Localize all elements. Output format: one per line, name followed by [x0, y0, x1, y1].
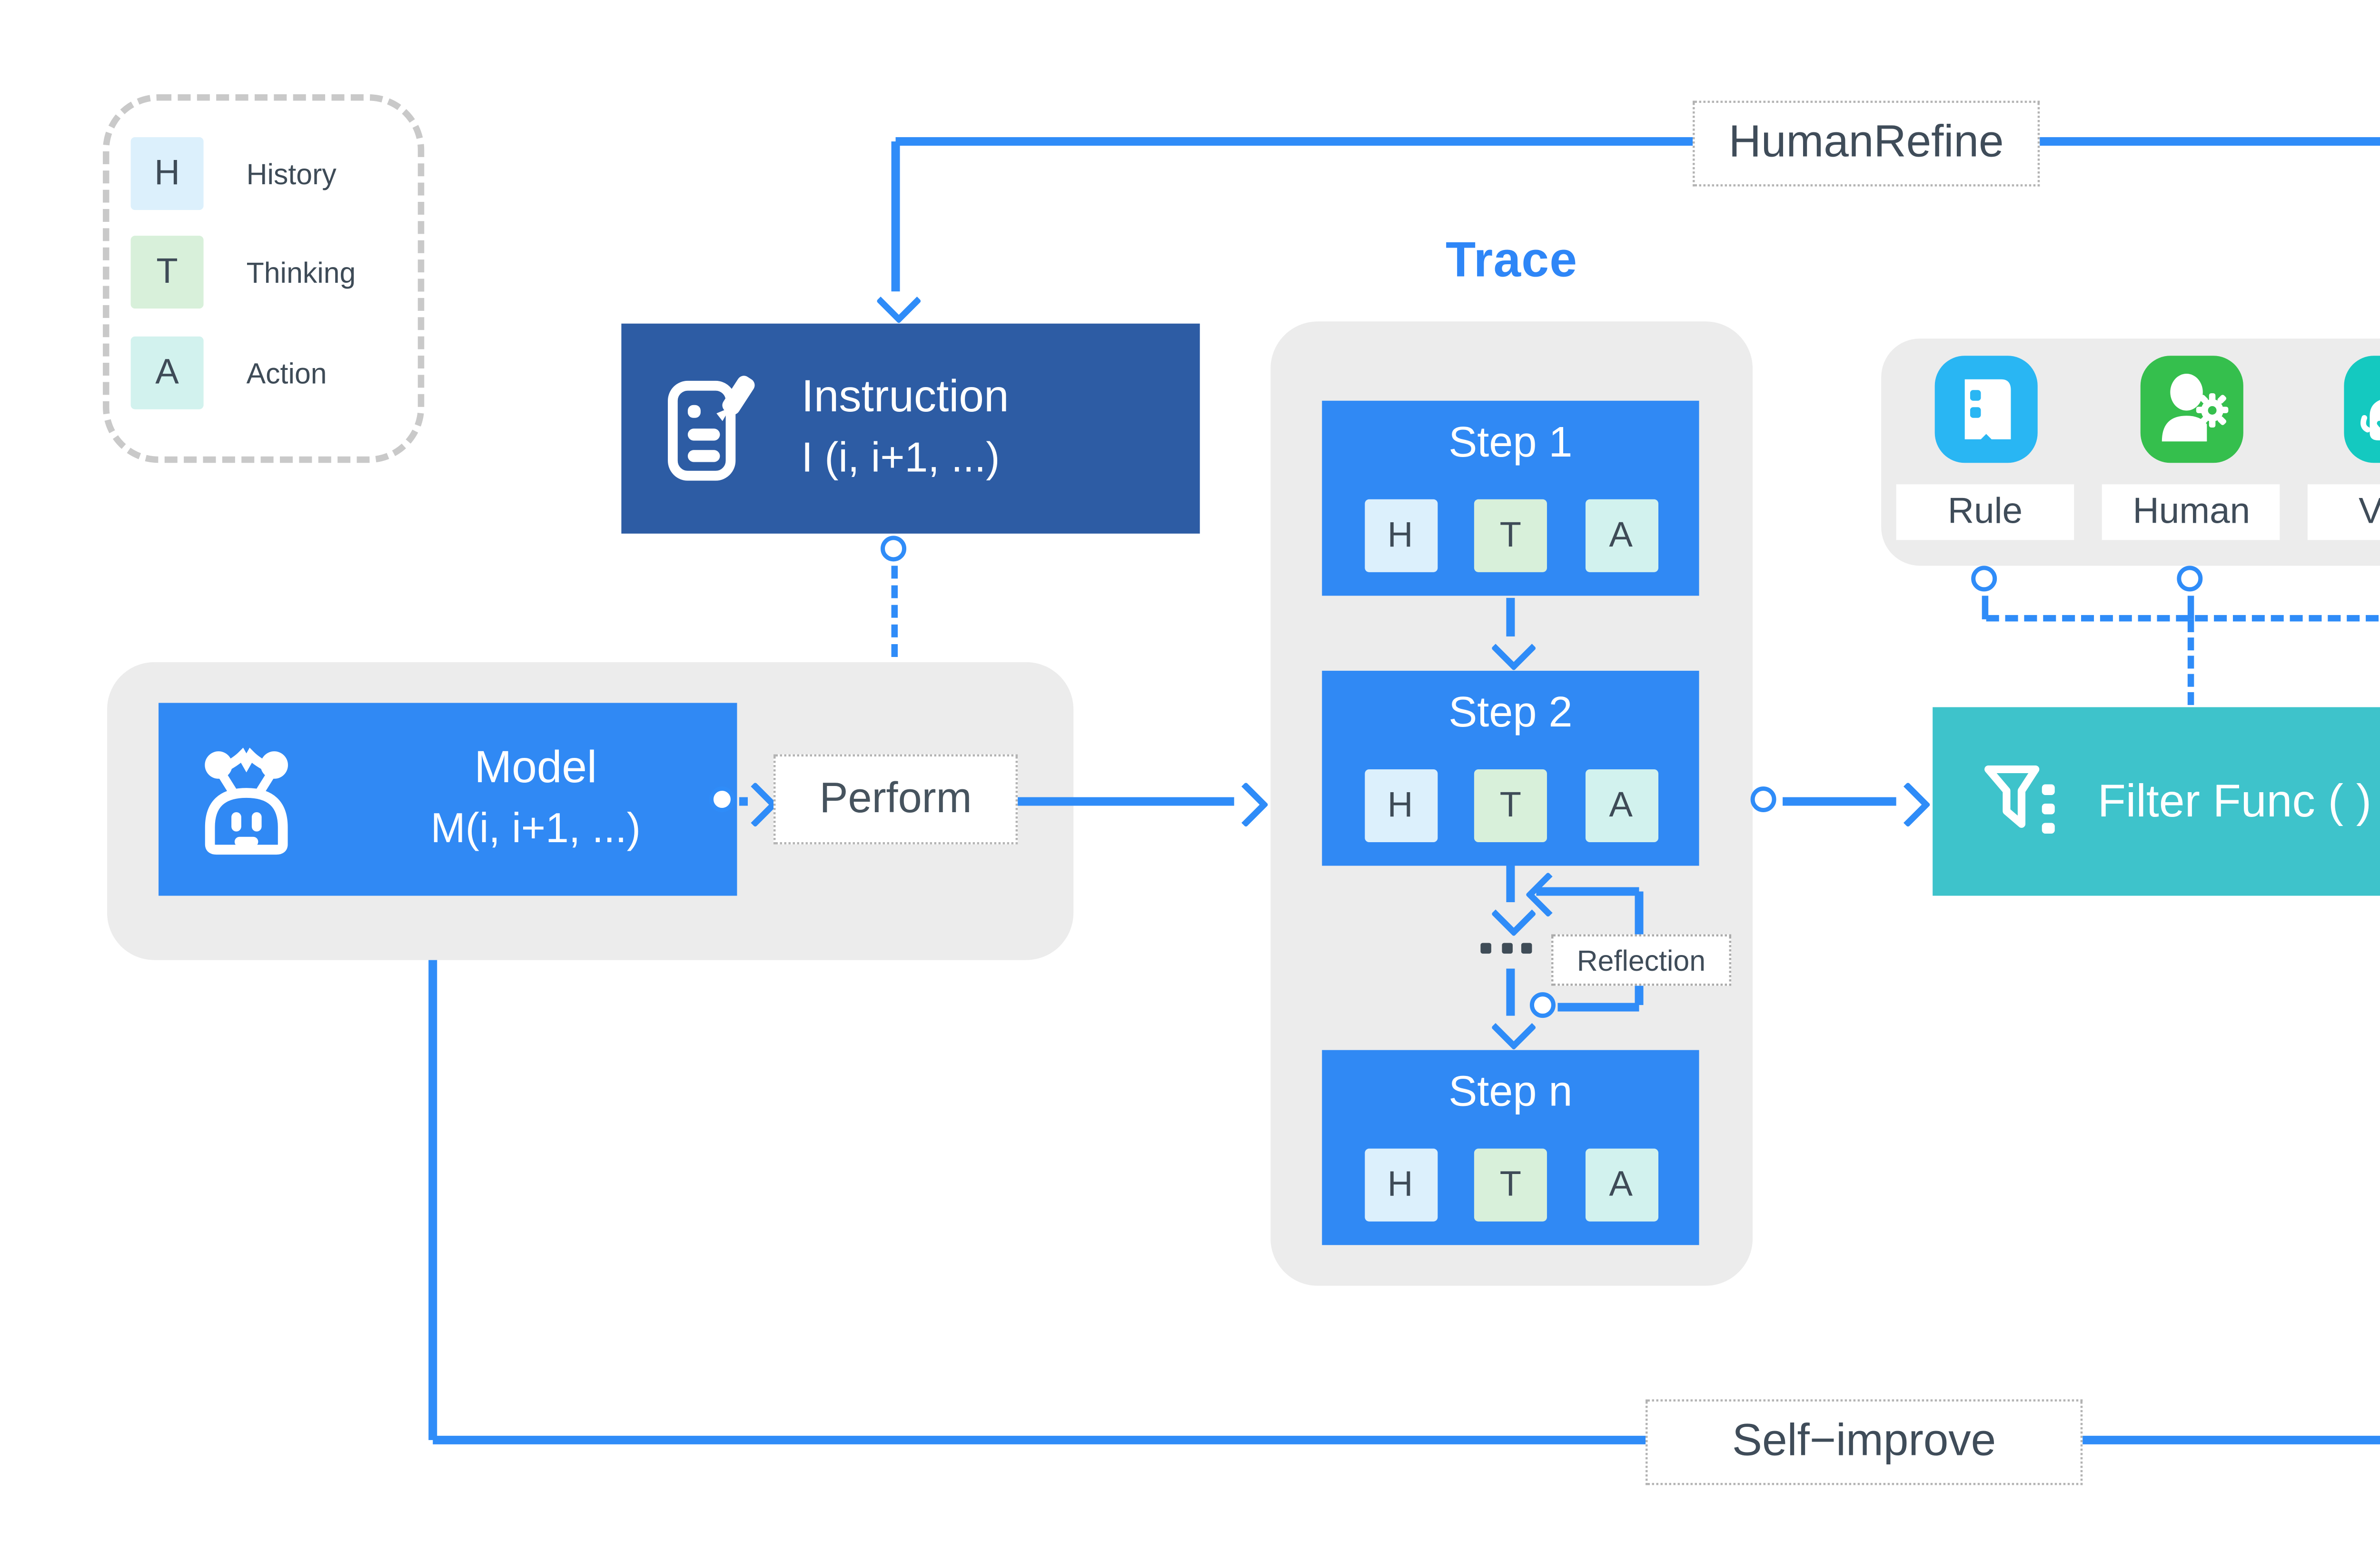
trace-step-n: Step n H T A	[1322, 1050, 1699, 1245]
trace-step-n-badge-a: A	[1584, 1148, 1657, 1222]
vlm-label: VLM	[2307, 484, 2380, 540]
legend: H History T Thinking A Action	[103, 94, 425, 463]
human-dashed-line	[2188, 596, 2195, 619]
trace-step1-step2-line	[1507, 597, 1514, 637]
trace-step-1-badge-t: T	[1474, 499, 1547, 572]
trace-step-2-label: Step 2	[1448, 690, 1573, 737]
trace-step-2-badge-a: A	[1584, 769, 1657, 843]
human-gear-icon	[2140, 356, 2243, 463]
trace-out-connector	[1750, 786, 1777, 813]
trace-step-1-badge-a: A	[1584, 499, 1657, 572]
legend-label-action: Action	[246, 357, 327, 389]
model-robot-icon	[184, 737, 308, 861]
arrowhead-into-instruction	[876, 277, 922, 323]
filter-func-label: Filter Func ( )	[2097, 775, 2372, 826]
human-label: Human	[2102, 484, 2281, 540]
legend-row-history: H History	[130, 137, 337, 210]
rule-dashed-line	[1982, 596, 1988, 619]
rule-label: Rule	[1896, 484, 2074, 540]
trace-step-2: Step 2 H T A	[1322, 670, 1699, 866]
model-box: Model M(i, i+1, ...)	[159, 703, 737, 896]
trace-reflection-line-top	[1536, 888, 1639, 895]
instruction-title: Instruction	[801, 373, 1009, 423]
methods-filter-dashed-line	[2188, 619, 2195, 705]
trace-reflection-line-bottom	[1557, 1004, 1639, 1011]
human-connector	[2176, 566, 2203, 593]
perform-trace-line	[1013, 798, 1234, 805]
rule-connector	[1970, 566, 1997, 593]
vlm-robot-icon	[2344, 356, 2380, 463]
legend-label-thinking: Thinking	[246, 256, 356, 289]
methods-dashed-join	[1985, 616, 2380, 623]
legend-label-history: History	[246, 157, 337, 190]
legend-row-action: A Action	[130, 336, 327, 409]
model-perform-line	[739, 798, 748, 805]
perform-box: Perform	[773, 754, 1018, 845]
trace-step-2-badge-t: T	[1474, 769, 1547, 843]
trace-step-1-badge-h: H	[1364, 499, 1437, 572]
legend-row-thinking: T Thinking	[130, 236, 356, 309]
instruction-out-connector	[881, 536, 907, 563]
rule-book-icon	[1934, 356, 2037, 463]
selfimprove-line-left	[429, 925, 436, 1440]
selfimprove-line-bottom	[433, 1436, 2380, 1443]
trace-reflection-label: Reflection	[1551, 934, 1732, 986]
trace-step-n-badge-h: H	[1364, 1148, 1437, 1222]
arrowhead-into-filter	[1884, 782, 1930, 827]
trace-step-n-label: Step n	[1448, 1069, 1573, 1117]
arrowhead-into-trace	[1222, 782, 1268, 827]
trace-step-1-label: Step 1	[1448, 420, 1573, 468]
instruction-formula: I (i, i+1, ...)	[801, 435, 1000, 482]
trace-title: Trace	[1445, 231, 1578, 288]
humanrefine-label: HumanRefine	[1693, 100, 2040, 187]
trace-step-n-badge-t: T	[1474, 1148, 1547, 1222]
humanrefine-line-left	[892, 141, 899, 292]
model-formula: M(i, i+1, ...)	[430, 806, 641, 853]
trace-ellipsis-dots	[1480, 943, 1532, 954]
trace-stepn-line	[1507, 968, 1514, 1016]
trace-step-2-badge-h: H	[1364, 769, 1437, 843]
thinking-badge: T	[130, 236, 204, 309]
filter-func-box: Filter Func ( )	[1933, 707, 2380, 896]
action-badge: A	[130, 336, 204, 409]
trace-step2-down-line	[1507, 866, 1514, 903]
trace-filter-line	[1783, 798, 1896, 805]
humanrefine-line-top	[895, 138, 2380, 145]
model-title: Model	[474, 744, 597, 793]
instruction-icon	[651, 371, 767, 487]
instruction-box: Instruction I (i, i+1, ...)	[621, 323, 1200, 534]
trace-step-1: Step 1 H T A	[1322, 400, 1699, 596]
selfimprove-label: Self−improve	[1645, 1399, 2083, 1485]
filter-funnel-icon	[1975, 756, 2065, 846]
history-badge: H	[130, 137, 204, 210]
